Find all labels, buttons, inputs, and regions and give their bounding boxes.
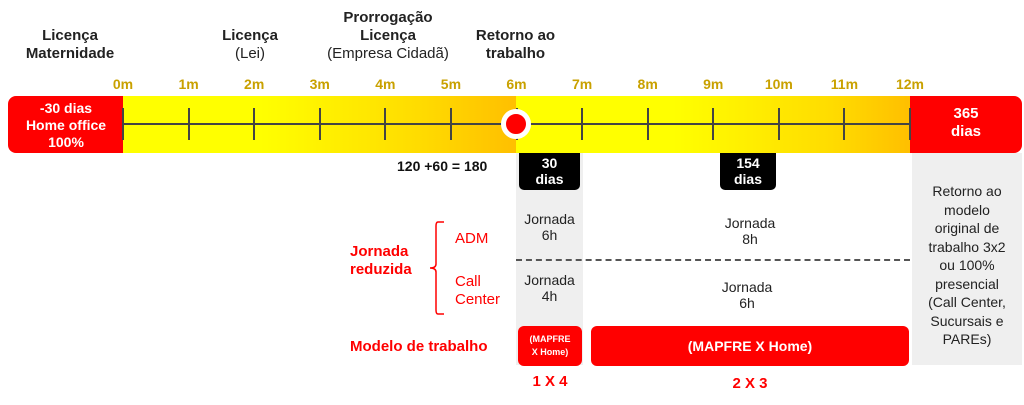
return-marker-dot bbox=[501, 109, 531, 139]
tick-label: 1m bbox=[178, 76, 199, 92]
modelo-second-pill: (MAPFRE X Home) bbox=[591, 326, 909, 366]
tick-label: 5m bbox=[440, 76, 462, 92]
return-original-column bbox=[912, 153, 1022, 365]
retorno-line: original de bbox=[934, 220, 1000, 236]
ratio-2x3: 2 X 3 bbox=[732, 375, 768, 392]
retorno-line: ou 100% bbox=[939, 257, 995, 273]
retorno-line: trabalho 3x2 bbox=[928, 238, 1006, 255]
tick-mark bbox=[318, 108, 321, 140]
tick-mark bbox=[712, 108, 715, 140]
retorno-line: (Call Center, bbox=[928, 294, 1006, 310]
header-licenca-lei: Licença(Lei) bbox=[222, 27, 278, 62]
tick-mark bbox=[122, 108, 124, 140]
brace-icon bbox=[429, 221, 444, 315]
tick-mark bbox=[777, 108, 780, 140]
retorno-line: PAREs) bbox=[942, 331, 992, 347]
divider-dashed bbox=[516, 259, 910, 261]
tick-mark bbox=[909, 108, 911, 140]
tick-label: 8m bbox=[637, 76, 658, 92]
return-original-model-text: Retorno ao modelo original de trabalho 3x2 o… bbox=[912, 182, 1022, 349]
tick-label: 9m bbox=[703, 76, 724, 92]
tick-label: 10m bbox=[764, 76, 793, 92]
retorno-line: Retorno ao bbox=[932, 183, 1002, 199]
tick-label: 4m bbox=[375, 76, 396, 92]
tick-label: 0m bbox=[112, 76, 134, 92]
modelo-trabalho-label: Modelo de trabalho bbox=[350, 338, 488, 355]
tick-label: 6m bbox=[506, 76, 527, 92]
tick-label: 11m bbox=[830, 76, 859, 92]
retorno-line: modelo bbox=[944, 201, 990, 218]
tick-mark bbox=[449, 108, 452, 140]
tick-mark bbox=[384, 108, 387, 140]
tick-mark bbox=[253, 108, 256, 140]
retorno-line: Sucursais e bbox=[930, 312, 1004, 329]
tick-mark bbox=[843, 108, 846, 140]
tick-mark bbox=[646, 108, 649, 140]
tick-mark bbox=[187, 108, 190, 140]
tick-label: 7m bbox=[571, 76, 593, 92]
ratio-1x4: 1 X 4 bbox=[532, 373, 568, 390]
retorno-line: presencial bbox=[935, 275, 999, 292]
tick-label: 12m bbox=[895, 76, 925, 92]
tick-mark bbox=[581, 108, 584, 140]
tick-label: 2m bbox=[244, 76, 265, 92]
adm-label: ADM bbox=[455, 230, 489, 247]
tick-label: 3m bbox=[309, 76, 330, 92]
leave-equation: 120 +60 = 180 bbox=[397, 158, 488, 174]
